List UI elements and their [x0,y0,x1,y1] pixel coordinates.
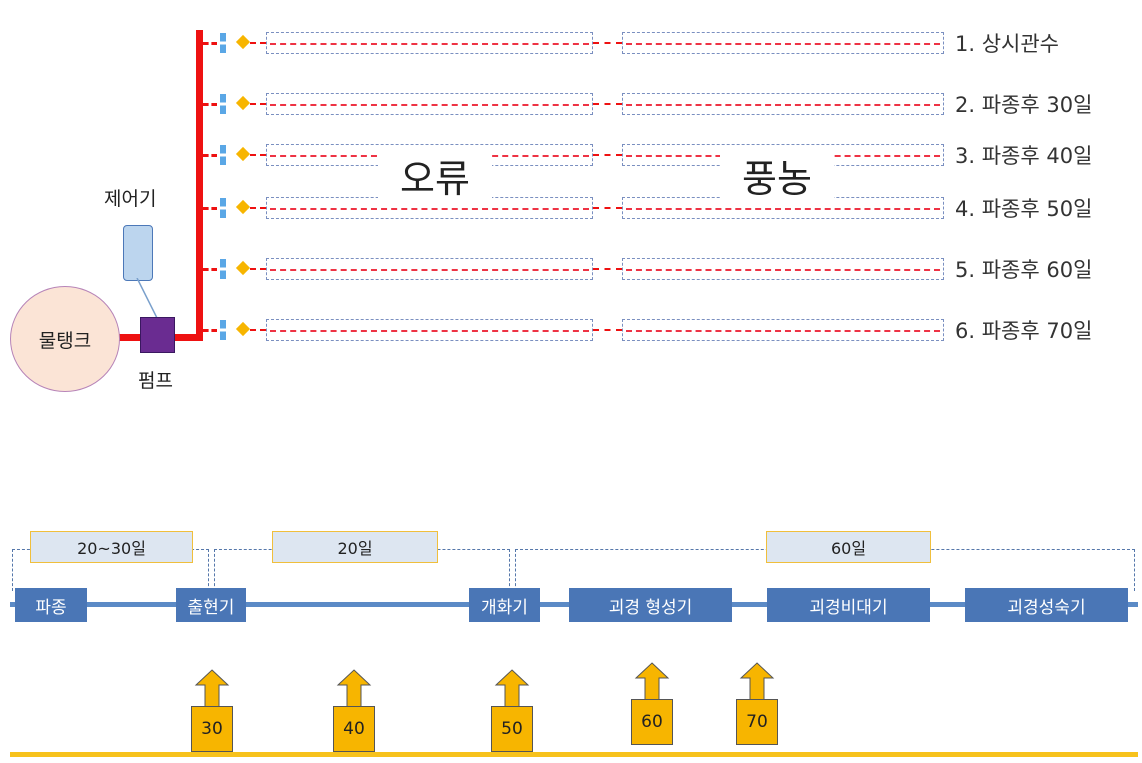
drip-line-segment [250,329,266,331]
drip-line-segment [250,207,266,209]
irrigation-marker-value: 60 [631,699,673,745]
period-1: 20~30일 [30,531,193,563]
crop-label-right: 풍농 [720,148,834,203]
up-arrow-icon [336,669,372,708]
drip-line-segment [593,329,622,331]
emitter-icon [235,199,251,215]
valve-icon [220,33,226,53]
row-label: 6. 파종후 70일 [955,319,1093,343]
stage-tuber-bulking: 괴경비대기 [767,588,930,622]
valve-icon [220,94,226,114]
planting-bed-right [622,32,944,54]
lateral-connector [203,103,217,106]
lateral-connector [203,154,217,157]
irrigation-marker-value: 40 [333,706,375,752]
row-label: 1. 상시관수 [955,32,1059,56]
drip-line-segment [250,268,266,270]
planting-bed-left [266,319,593,341]
planting-bed-left [266,93,593,115]
lateral-connector [203,329,217,332]
valve-icon [220,320,226,340]
planting-bed-right [622,93,944,115]
water-tank: 물탱크 [10,286,120,392]
emitter-icon [235,95,251,111]
water-tank-label: 물탱크 [38,329,92,352]
drip-line-segment [593,154,622,156]
controller-box [123,225,153,281]
row-label: 4. 파종후 50일 [955,197,1093,221]
drip-line-segment [250,103,266,105]
planting-bed-left [266,258,593,280]
supply-pipe-vertical [196,30,203,341]
emitter-icon [235,260,251,276]
lateral-connector [203,268,217,271]
supply-pipe-horizontal [115,334,142,341]
drip-line-segment [593,42,622,44]
period-3: 60일 [766,531,931,563]
drip-line-segment [593,207,622,209]
controller-label: 제어기 [104,188,157,210]
valve-icon [220,259,226,279]
crop-label-left: 오류 [378,148,492,203]
planting-bed-left [266,32,593,54]
pump-label: 펌프 [138,370,173,392]
up-arrow-icon [634,662,670,701]
irrigation-marker-value: 50 [491,706,533,752]
supply-pipe-horizontal-2 [173,334,203,341]
row-label: 3. 파종후 40일 [955,144,1093,168]
stage-flowering: 개화기 [469,588,540,622]
valve-icon [220,198,226,218]
row-label: 2. 파종후 30일 [955,93,1093,117]
stage-tuber-formation: 괴경 형성기 [569,588,732,622]
drip-line-segment [250,154,266,156]
drip-line-segment [593,268,622,270]
row-label: 5. 파종후 60일 [955,258,1093,282]
planting-bed-right [622,319,944,341]
base-line [10,752,1138,757]
period-2: 20일 [272,531,438,563]
stage-tuber-maturation: 괴경성숙기 [965,588,1128,622]
emitter-icon [235,321,251,337]
stage-sowing: 파종 [15,588,87,622]
lateral-connector [203,207,217,210]
irrigation-marker-value: 70 [736,699,778,745]
lateral-connector [203,42,217,45]
up-arrow-icon [194,669,230,708]
planting-bed-right [622,258,944,280]
irrigation-marker-value: 30 [191,706,233,752]
drip-line-segment [593,103,622,105]
up-arrow-icon [494,669,530,708]
controller-link [136,278,158,319]
drip-line-segment [250,42,266,44]
emitter-icon [235,146,251,162]
emitter-icon [235,34,251,50]
stage-emergence: 출현기 [176,588,246,622]
up-arrow-icon [739,662,775,701]
pump [140,317,175,353]
valve-icon [220,145,226,165]
